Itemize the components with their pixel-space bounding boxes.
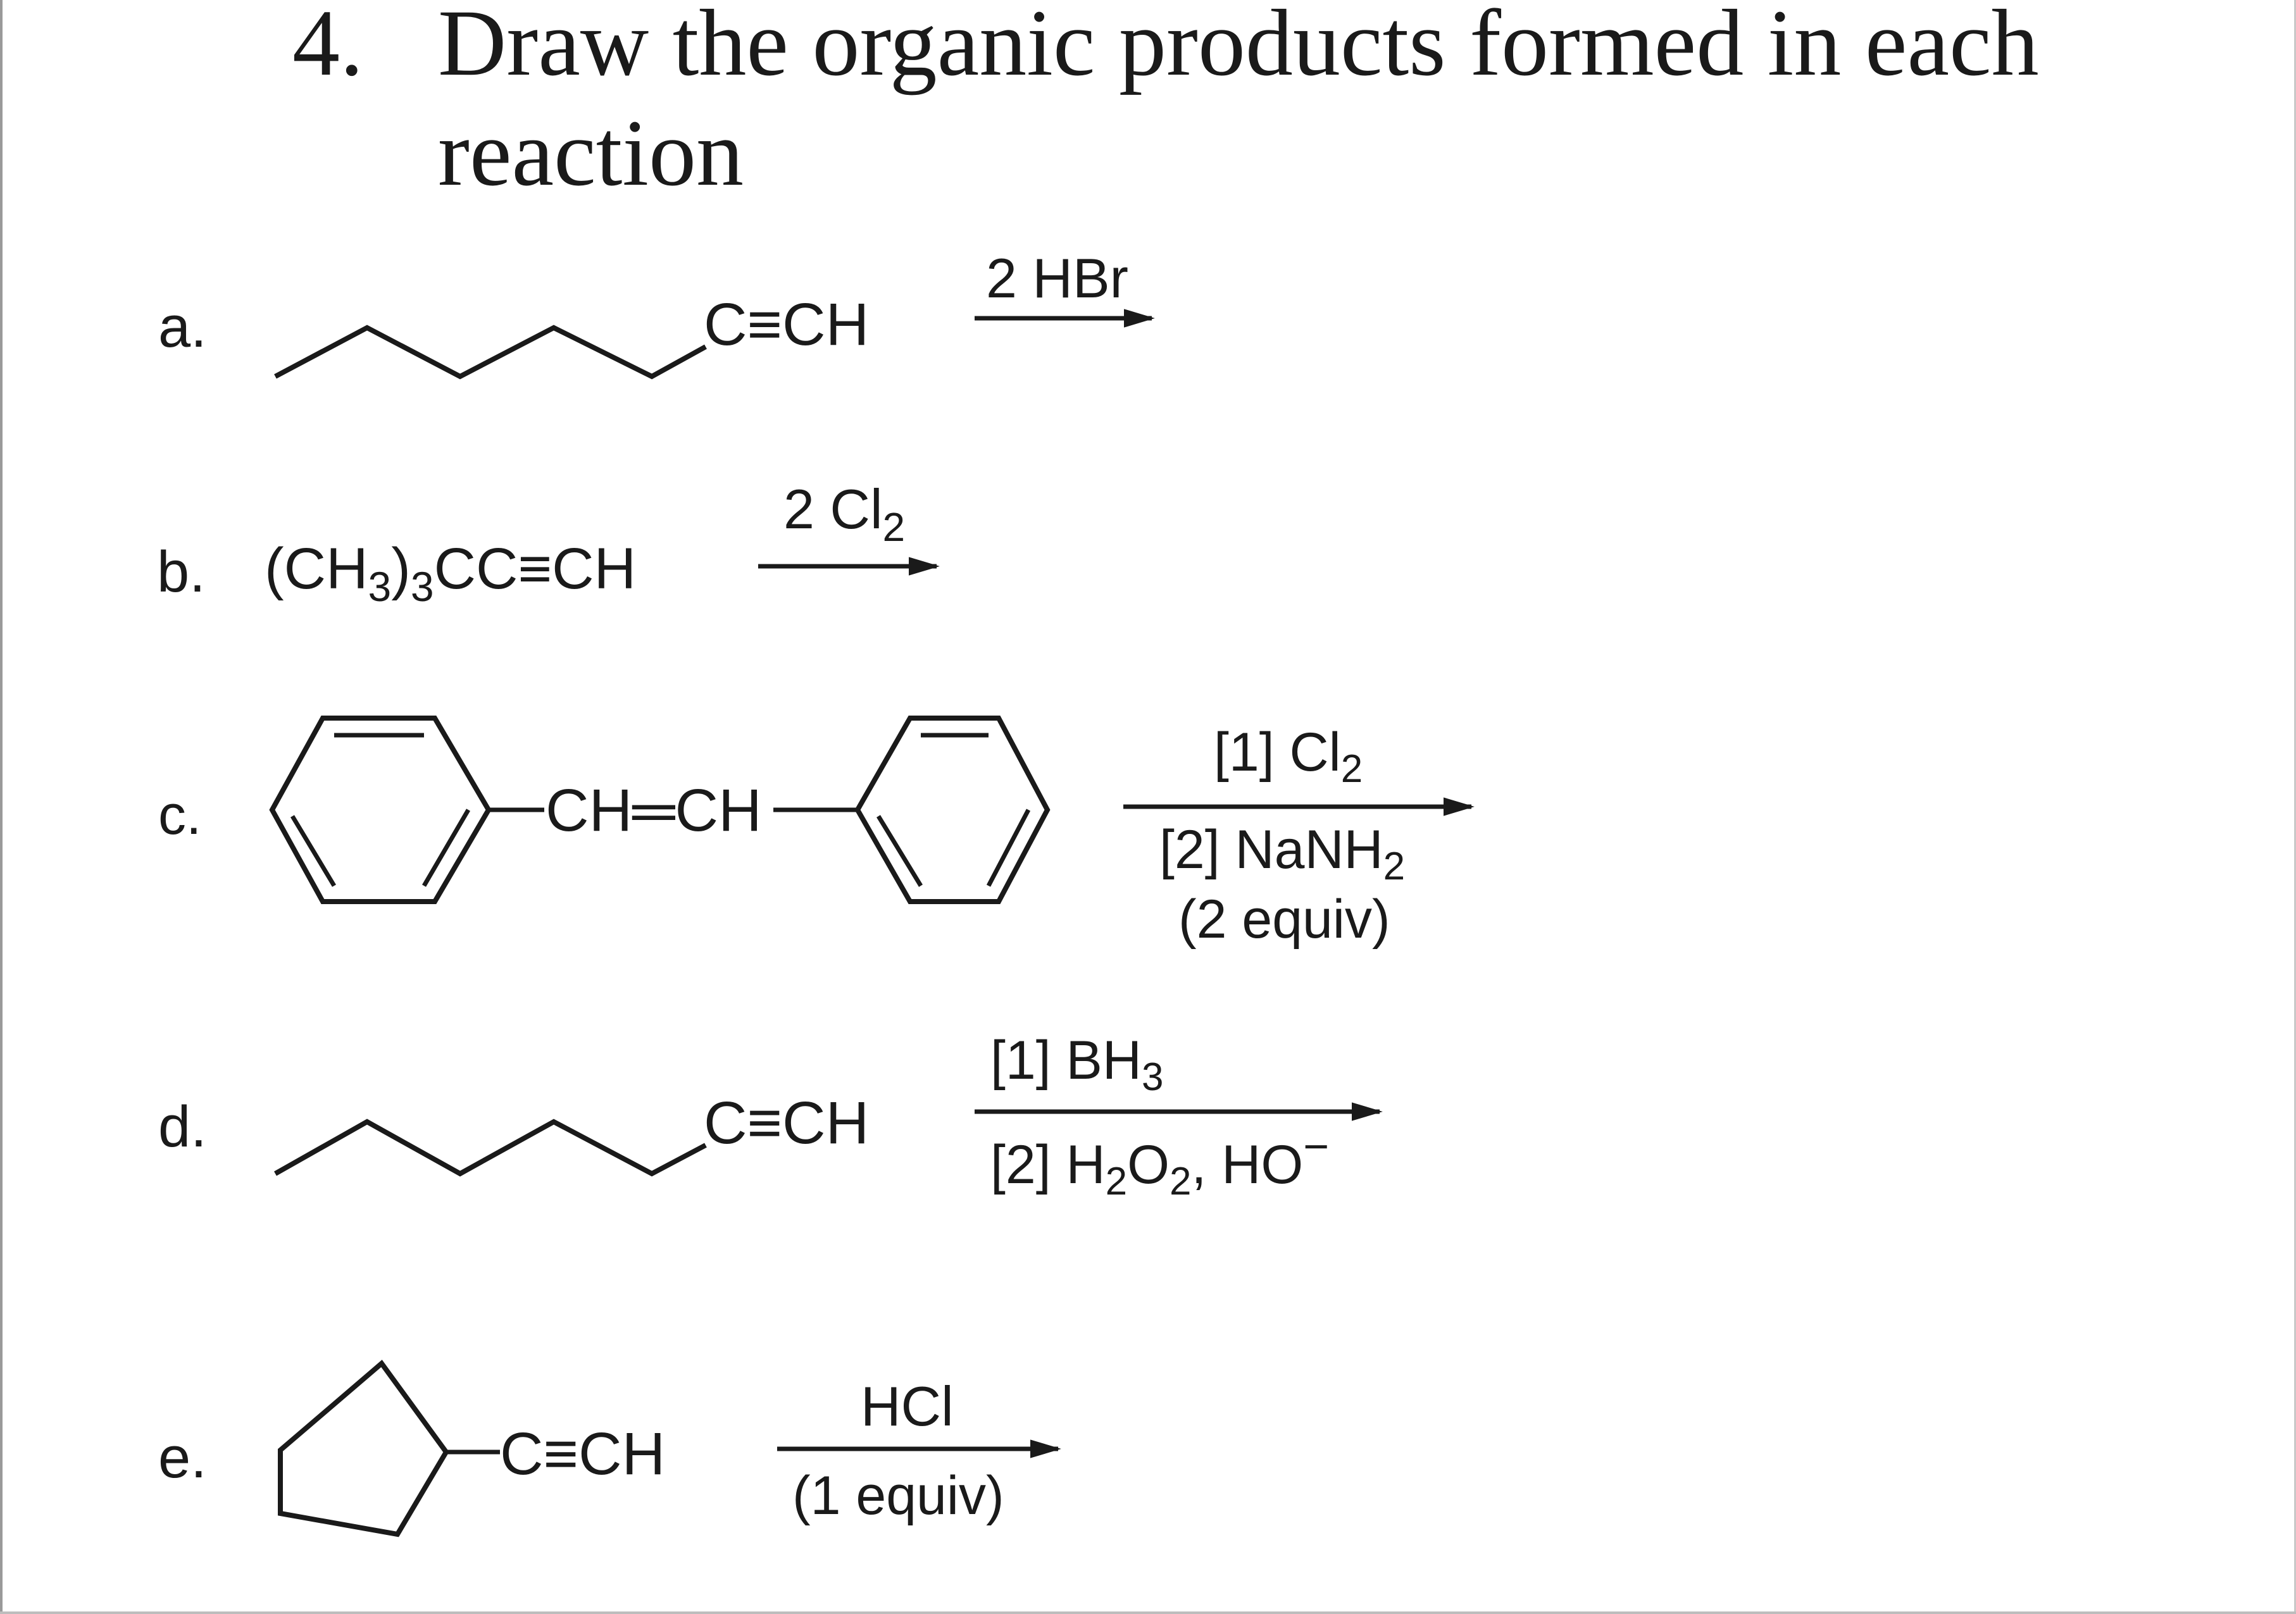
reagent-e: HCl: [861, 1375, 954, 1437]
reagent-b-main: 2 Cl: [783, 478, 883, 540]
right-border: [2294, 0, 2296, 1614]
reagent-c-step1-text: [1] Cl: [1214, 722, 1341, 783]
question-text-line2: reaction: [438, 101, 744, 206]
reagent-d-step1-subscript: 3: [1142, 1055, 1163, 1099]
reagent-b: 2 Cl2: [783, 478, 905, 550]
reaction-a: a. C≡CH 2 HBr: [158, 247, 1155, 380]
reagent-d-step2-c: , HO: [1192, 1134, 1304, 1195]
part-label-d: d.: [158, 1095, 207, 1159]
question-header: 4. Draw the organic products formed in e…: [292, 0, 2039, 206]
reaction-c: c. CH═CH [1] Cl2 [2] NaNH2 (2 equiv): [158, 716, 1475, 950]
terminal-alkyne-e: C≡CH: [500, 1420, 665, 1487]
reactant-b-subscript-2: 3: [411, 563, 434, 610]
terminal-alkyne-a: C≡CH: [704, 291, 869, 358]
part-label-a: a.: [158, 295, 207, 359]
reagent-e-equiv: (1 equiv): [792, 1465, 1004, 1526]
reagent-c-step2-subscript: 2: [1383, 845, 1405, 888]
part-label-b: b.: [157, 540, 206, 604]
reagent-c-step1-subscript: 2: [1341, 747, 1363, 791]
reagent-d-step2-sub2: 2: [1170, 1160, 1191, 1203]
reagent-c-equiv: (2 equiv): [1178, 889, 1390, 950]
reagent-c-step1: [1] Cl2: [1214, 722, 1363, 791]
reagent-d-step2-sub1: 2: [1106, 1160, 1127, 1203]
question-text-line1: Draw the organic products formed in each: [438, 0, 2039, 96]
left-border: [0, 0, 3, 1614]
question-number: 4.: [292, 0, 364, 96]
part-label-e: e.: [158, 1425, 207, 1490]
reagent-c-step2-text: [2] NaNH: [1159, 819, 1383, 880]
cyclopentane-ring: [278, 1360, 449, 1537]
reagent-a: 2 HBr: [986, 247, 1128, 309]
reagent-b-subscript: 2: [883, 504, 906, 550]
benzene-ring-right: [854, 716, 1051, 904]
terminal-alkyne-d: C≡CH: [704, 1089, 869, 1157]
reactant-b-suffix: CC≡CH: [434, 537, 636, 601]
reagent-d-step1-text: [1] BH: [990, 1030, 1142, 1091]
reactant-b-prefix: (CH: [265, 537, 368, 601]
reaction-b: b. (CH3)3CC≡CH 2 Cl2: [157, 478, 940, 610]
reactant-b: (CH3)3CC≡CH: [265, 537, 636, 610]
alkyl-chain-d: [274, 1119, 707, 1177]
reaction-e: e. C≡CH HCl (1 equiv): [158, 1360, 1061, 1537]
alkene-linker-c: CH═CH: [546, 777, 762, 844]
reagent-d-step2-superscript: −: [1303, 1122, 1329, 1171]
reagent-d-step2-b: O: [1127, 1134, 1170, 1195]
benzene-ring-left: [269, 716, 492, 904]
reagent-d-step2-a: [2] H: [990, 1134, 1106, 1195]
part-label-c: c.: [158, 783, 201, 846]
reagent-d-step1: [1] BH3: [990, 1030, 1163, 1099]
alkyl-chain-a: [274, 325, 707, 380]
reactant-b-subscript-1: 3: [368, 563, 392, 610]
reaction-d: d. C≡CH [1] BH3 [2] H2O2, HO−: [158, 1030, 1383, 1203]
reactant-b-paren: ): [391, 537, 411, 601]
reagent-c-step2: [2] NaNH2: [1159, 819, 1405, 888]
bottom-border: [0, 1611, 2296, 1614]
reagent-d-step2: [2] H2O2, HO−: [990, 1122, 1329, 1203]
